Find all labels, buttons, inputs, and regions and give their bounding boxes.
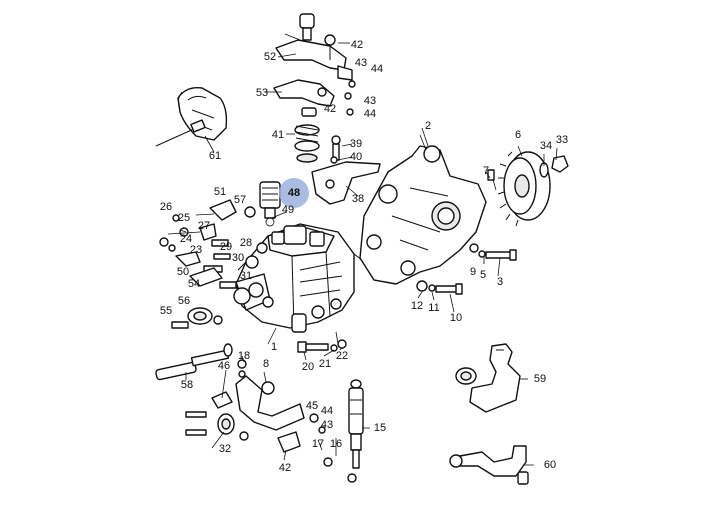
label-43-mid[interactable]: 43: [363, 95, 377, 107]
label-45[interactable]: 45: [305, 400, 319, 412]
label-61[interactable]: 61: [208, 150, 222, 162]
label-43-top[interactable]: 43: [354, 57, 368, 69]
label-16[interactable]: 16: [329, 438, 343, 450]
label-26[interactable]: 26: [159, 201, 173, 213]
label-8[interactable]: 8: [262, 358, 270, 370]
part-38-bracket: [311, 135, 381, 205]
part-6-gear: [487, 151, 569, 227]
label-32[interactable]: 32: [218, 443, 232, 455]
label-30[interactable]: 30: [231, 252, 245, 264]
highlight-marker: [279, 178, 309, 208]
part-48-valve: [259, 181, 281, 227]
label-9[interactable]: 9: [469, 266, 477, 278]
label-41[interactable]: 41: [271, 129, 285, 141]
label-48[interactable]: 48: [287, 187, 301, 199]
part-61-connector: [155, 87, 228, 153]
label-44-low[interactable]: 44: [320, 405, 334, 417]
label-5[interactable]: 5: [479, 269, 487, 281]
label-29[interactable]: 29: [219, 241, 233, 253]
label-39[interactable]: 39: [349, 138, 363, 150]
label-42-mid[interactable]: 42: [323, 103, 337, 115]
label-46[interactable]: 46: [217, 360, 231, 372]
label-28[interactable]: 28: [239, 237, 253, 249]
part-8-lever: [185, 375, 333, 467]
label-51[interactable]: 51: [213, 186, 227, 198]
part-1-pump-body: [233, 223, 363, 333]
label-38[interactable]: 38: [351, 193, 365, 205]
label-25[interactable]: 25: [177, 212, 191, 224]
label-11[interactable]: 11: [428, 302, 440, 314]
label-27[interactable]: 27: [197, 220, 211, 232]
label-34[interactable]: 34: [539, 140, 553, 152]
label-31[interactable]: 31: [239, 270, 253, 282]
label-50[interactable]: 50: [176, 266, 190, 278]
label-21[interactable]: 21: [318, 358, 332, 370]
part-2-mounting-plate: [359, 127, 487, 285]
label-22[interactable]: 22: [335, 350, 349, 362]
label-33[interactable]: 33: [555, 134, 569, 146]
left-small-parts: [159, 199, 256, 329]
part-41-spring: [286, 124, 320, 163]
label-52[interactable]: 52: [263, 51, 277, 63]
part-15-rod: [347, 379, 364, 483]
label-53[interactable]: 53: [255, 87, 269, 99]
label-12[interactable]: 12: [410, 300, 424, 312]
bolts-right: [416, 243, 517, 295]
label-7[interactable]: 7: [482, 165, 490, 177]
label-56[interactable]: 56: [177, 295, 191, 307]
label-15[interactable]: 15: [373, 422, 387, 434]
label-43-low[interactable]: 43: [320, 419, 334, 431]
label-42-top[interactable]: 42: [350, 39, 364, 51]
label-20[interactable]: 20: [301, 361, 315, 373]
label-59[interactable]: 59: [533, 373, 547, 385]
label-17[interactable]: 17: [311, 438, 325, 450]
label-55[interactable]: 55: [159, 305, 173, 317]
part-58-shaft: [155, 343, 247, 409]
label-54[interactable]: 54: [187, 278, 201, 290]
label-24[interactable]: 24: [179, 233, 193, 245]
label-40[interactable]: 40: [349, 151, 363, 163]
label-49[interactable]: 49: [281, 204, 295, 216]
label-23[interactable]: 23: [189, 244, 203, 256]
label-6[interactable]: 6: [514, 129, 522, 141]
label-3[interactable]: 3: [496, 276, 504, 288]
label-42-bottom[interactable]: 42: [278, 462, 292, 474]
leader-lines: [179, 53, 558, 466]
label-10[interactable]: 10: [449, 312, 463, 324]
label-18[interactable]: 18: [237, 350, 251, 362]
part-59-pipe: [455, 343, 521, 413]
label-58[interactable]: 58: [180, 379, 194, 391]
label-44-mid[interactable]: 44: [363, 108, 377, 120]
label-60[interactable]: 60: [543, 459, 557, 471]
bolts-bottom-center: [297, 331, 347, 353]
label-1[interactable]: 1: [270, 341, 278, 353]
label-44-top[interactable]: 44: [370, 63, 384, 75]
upper-lever-assembly: [273, 13, 356, 117]
label-57[interactable]: 57: [233, 194, 247, 206]
part-60-pipe: [449, 445, 529, 485]
label-2[interactable]: 2: [424, 120, 432, 132]
